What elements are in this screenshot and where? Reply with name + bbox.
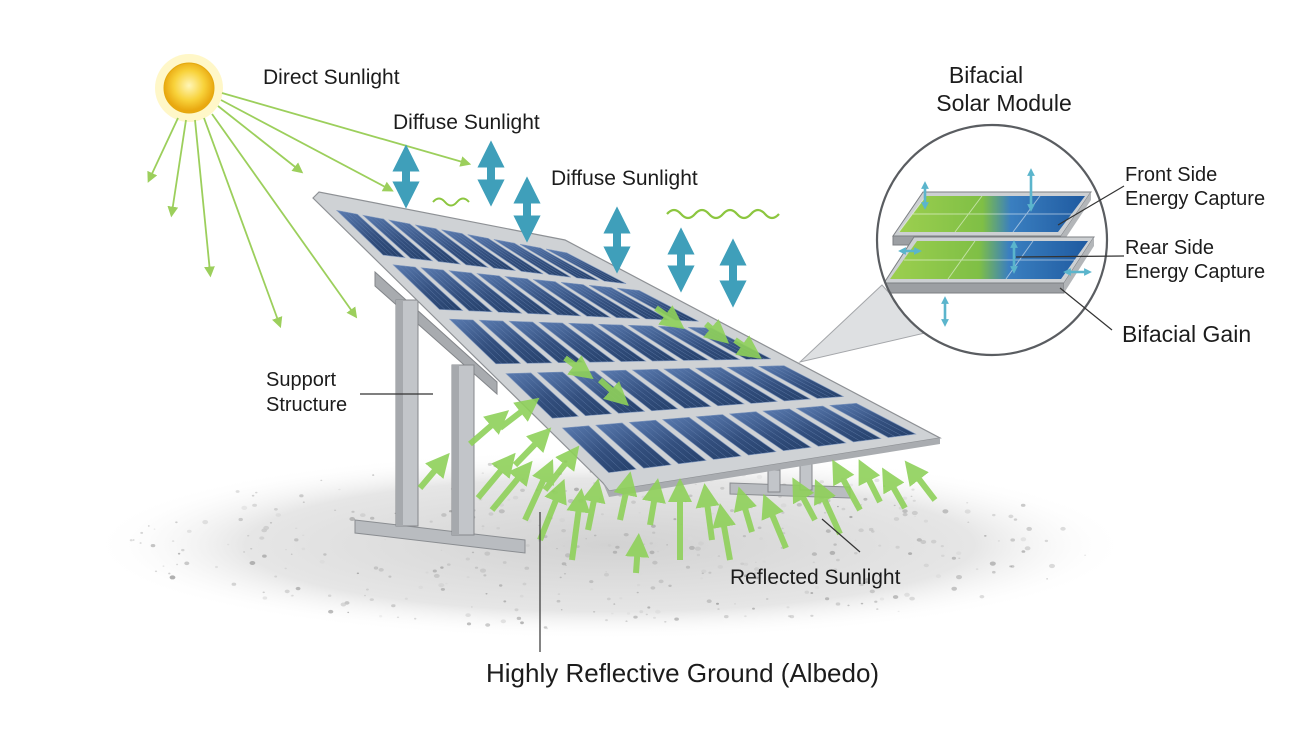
reflected-ray xyxy=(475,452,516,500)
panel-cell xyxy=(561,282,640,319)
reflected-ray xyxy=(468,410,510,447)
reflected-ray xyxy=(537,478,567,542)
reflected-ray xyxy=(832,459,863,512)
reflected-ray xyxy=(613,471,638,521)
panel-cell xyxy=(441,229,516,271)
reflected-ray xyxy=(712,503,736,561)
front-side-label-line1: Front Side xyxy=(1125,164,1218,186)
ground-albedo-label: Highly Reflective Ground (Albedo) xyxy=(486,658,880,688)
reflected-ray xyxy=(858,459,883,504)
panel-cell xyxy=(415,224,489,268)
module-title-line1: Bifacial xyxy=(948,62,1024,88)
panel-cell xyxy=(420,267,493,313)
reflected-ray xyxy=(792,477,818,522)
front-side-label-line2: Energy Capture xyxy=(1125,188,1266,210)
reflected-ray xyxy=(904,460,938,502)
reflected-ray xyxy=(761,493,789,550)
panel-cell xyxy=(519,243,599,281)
panel-cell xyxy=(546,248,627,284)
panel-cell xyxy=(388,219,462,265)
reflected-sunlight-label: Reflected Sunlight xyxy=(730,566,901,589)
direct-sunlight-label: Direct Sunlight xyxy=(263,66,400,89)
reflected-ray xyxy=(563,355,594,380)
sun xyxy=(163,62,215,114)
reflected-ray xyxy=(417,452,450,490)
reflected-ray xyxy=(695,483,720,541)
panel-cell xyxy=(362,214,434,262)
reflected-ray xyxy=(498,397,540,431)
panel-cell xyxy=(504,276,582,317)
diffuse-wave-small xyxy=(432,197,470,207)
reflected-ray xyxy=(733,335,762,359)
leader-lines xyxy=(360,185,1125,652)
support-structure-label-line2: Structure xyxy=(266,394,348,416)
reflected-ray xyxy=(814,479,843,536)
diffuse-sunlight-arrows xyxy=(392,140,747,308)
panel-cell xyxy=(533,279,612,318)
module-title-line2: Solar Module xyxy=(936,90,1072,116)
reflected-ray xyxy=(512,427,552,468)
rear-side-label-line1: Rear Side xyxy=(1125,237,1214,259)
diffuse-sunlight-label-1: Diffuse Sunlight xyxy=(393,111,540,134)
reflected-ray xyxy=(625,533,650,574)
bifacial-module-closeup xyxy=(883,168,1095,327)
panel-cell xyxy=(476,273,553,315)
reflected-ray xyxy=(654,305,685,330)
panel-cell xyxy=(467,234,544,275)
direct-sunlight-rays xyxy=(147,92,472,329)
support-structure-label-line1: Support xyxy=(266,369,337,391)
magnifier-lens-ring xyxy=(875,123,1109,357)
reflected-ray xyxy=(597,377,629,407)
panel-cell xyxy=(335,209,406,259)
panel-cell xyxy=(392,264,464,311)
reflected-ray xyxy=(642,478,666,526)
reflective-ground xyxy=(90,450,1130,640)
support-structure xyxy=(354,270,851,554)
reflected-ray xyxy=(522,459,554,522)
reflected-ray xyxy=(882,467,908,510)
reflected-ray xyxy=(489,460,533,512)
reflected-ray xyxy=(566,488,591,561)
reflected-sunlight-rays xyxy=(417,305,938,574)
reflected-ray xyxy=(703,319,730,344)
reflected-ray xyxy=(733,486,757,533)
panel-cell xyxy=(448,270,523,314)
rear-side-label-line2: Energy Capture xyxy=(1125,261,1266,283)
diffuse-sunlight-label-2: Diffuse Sunlight xyxy=(551,167,698,190)
reflected-ray xyxy=(581,478,606,531)
panel-cell xyxy=(493,239,571,278)
bifacial-gain-label: Bifacial Gain xyxy=(1122,321,1252,347)
diffuse-wave-long xyxy=(666,208,780,220)
